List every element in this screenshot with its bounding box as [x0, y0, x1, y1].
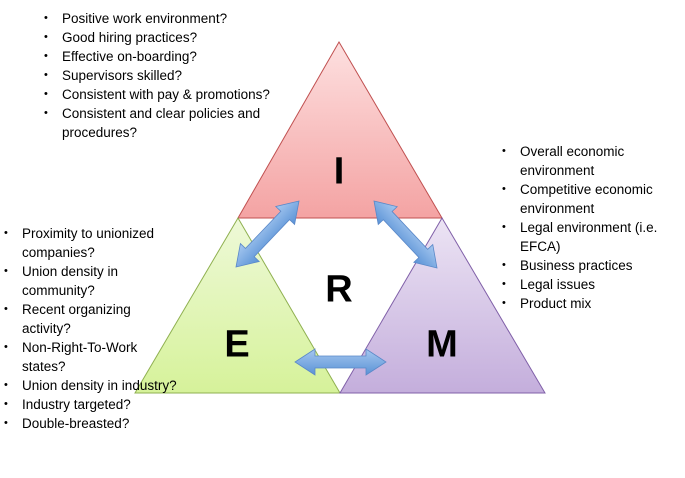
letter-e: E: [224, 323, 250, 366]
list-item: Positive work environment?: [40, 9, 270, 28]
list-item: Recent organizing activity?: [0, 300, 180, 338]
list-item: Business practices: [498, 256, 673, 275]
list-item: Overall economic environment: [498, 142, 673, 180]
list-item: Double-breasted?: [0, 414, 180, 433]
list-item: Union density in community?: [0, 262, 180, 300]
right-triangle: [339, 217, 546, 394]
internal-factors-list: Positive work environment? Good hiring p…: [40, 9, 270, 142]
list-item: Industry targeted?: [0, 395, 180, 414]
market-factors-list: Overall economic environment Competitive…: [498, 142, 673, 313]
list-item: Proximity to unionized companies?: [0, 224, 180, 262]
arrow-i-e-icon: [235, 200, 300, 268]
list-item: Supervisors skilled?: [40, 66, 270, 85]
top-triangle: [237, 41, 443, 219]
arrow-i-m-icon: [373, 200, 438, 269]
arrow-e-m-icon: [294, 348, 387, 376]
list-item: Legal environment (i.e. EFCA): [498, 218, 673, 256]
letter-m: M: [426, 323, 458, 366]
list-item: Union density in industry?: [0, 376, 180, 395]
letter-i: I: [333, 150, 345, 193]
letter-r: R: [325, 268, 353, 311]
list-item: Effective on-boarding?: [40, 47, 270, 66]
list-item: Product mix: [498, 294, 673, 313]
left-triangle: [134, 217, 341, 394]
external-factors-list: Proximity to unionized companies? Union …: [0, 224, 180, 433]
list-item: Non-Right-To-Work states?: [0, 338, 180, 376]
list-item: Consistent with pay & promotions?: [40, 85, 270, 104]
list-item: Good hiring practices?: [40, 28, 270, 47]
list-item: Competitive economic environment: [498, 180, 673, 218]
list-item: Legal issues: [498, 275, 673, 294]
list-item: Consistent and clear policies and proced…: [40, 104, 270, 142]
